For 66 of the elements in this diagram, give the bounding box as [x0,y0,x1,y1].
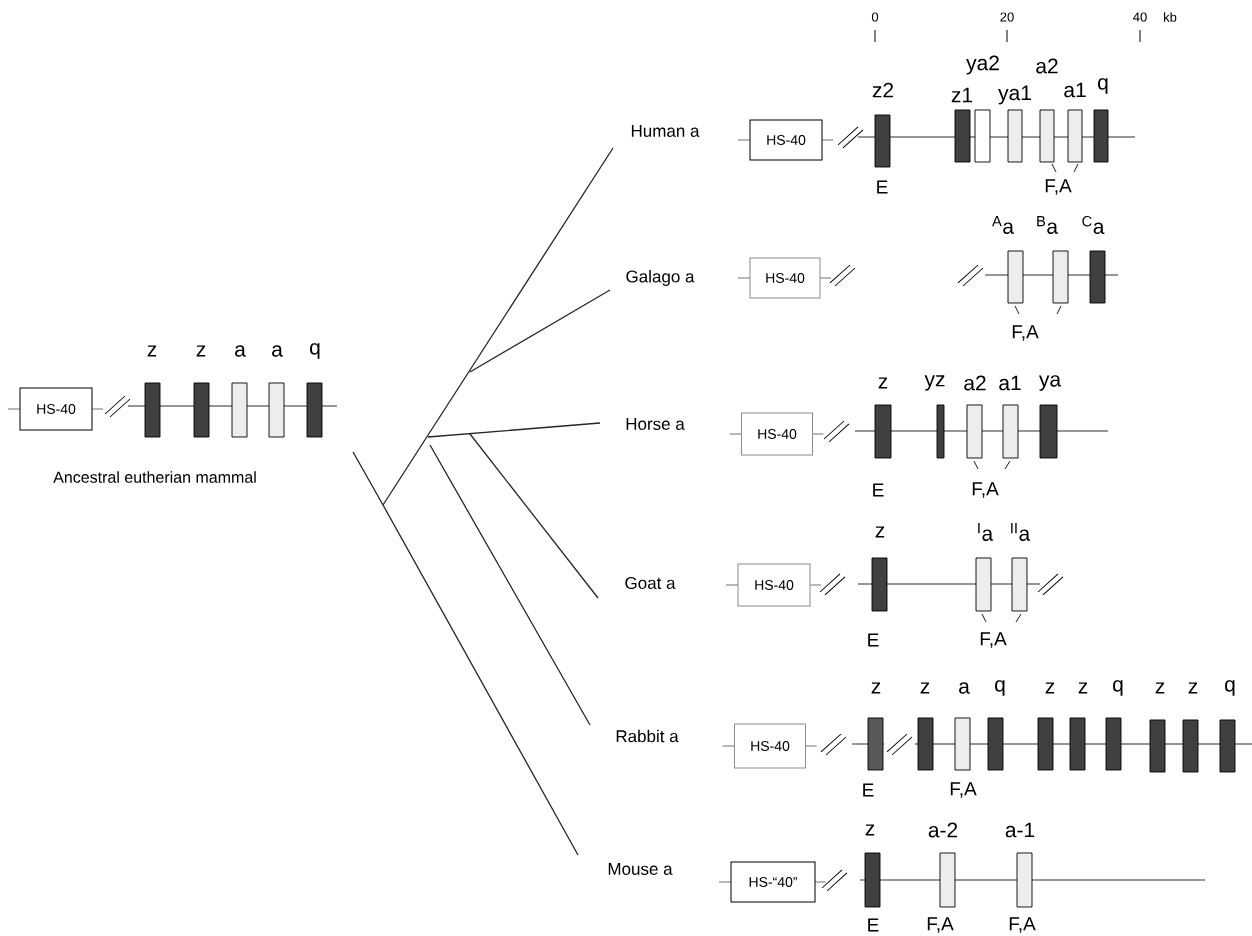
gene-label: a [959,682,970,694]
gene-label: ya2 [966,55,999,75]
enhancer-box: HS-40 [749,119,823,161]
exon-label: E [868,633,879,647]
gene-label: a1 [1064,82,1086,98]
enhancer-box: HS-40 [734,723,806,769]
gene-label: a-1 [1005,822,1035,838]
gene-label: z [1188,682,1198,694]
gene-label: q [310,343,320,359]
species-label: Goat a [625,577,676,589]
scale-label: kb [1164,12,1177,22]
gene-label: z [875,526,885,538]
gene-label: z [878,377,888,389]
scale-label: 20 [1000,12,1014,22]
scale-label: 40 [1133,12,1147,22]
gene-label: q [1113,680,1123,696]
gene-label: z1 [951,87,973,103]
gene-label: $^{I}$a [978,523,994,541]
exon-label: F,A [1009,917,1036,933]
gene-label: a-2 [928,822,958,838]
gene-label: a [235,345,246,357]
gene-label: a2 [1036,58,1058,74]
gene-label: a [272,345,283,357]
gene-label: z [865,824,875,836]
species-label: Human a [631,125,700,137]
gene-label: z [1155,682,1165,694]
gene-label: yz [924,375,945,391]
gene-label: z [147,345,157,357]
exon-label: E [868,918,879,932]
scale-label: 0 [871,12,879,22]
gene-label: q [1225,680,1235,696]
exon-label: F,A [950,782,977,798]
gene-label: a1 [999,375,1021,391]
exon-label: E [873,483,884,497]
enhancer-box: HS-40 [737,563,811,607]
exon-label: F,A [980,632,1007,648]
gene-label: ya1 [998,85,1031,105]
gene-label: z2 [872,82,894,98]
gene-label: $^{II}$a [1011,523,1031,541]
gene-label: z [196,345,206,357]
enhancer-box: HS-40 [749,257,821,299]
exon-label: E [863,783,874,797]
enhancer-box: HS-40 [741,412,813,456]
species-label: Mouse a [608,863,673,875]
exon-label: E [877,180,888,194]
gene-label: a2 [964,375,986,391]
gene-label: z [1045,682,1055,694]
ancestor-label: Ancestral eutherian mammal [53,471,256,483]
exon-label: F,A [927,917,954,933]
enhancer-box: HS-“40” [730,861,816,903]
gene-label: q [995,680,1005,696]
species-label: Rabbit a [616,729,679,743]
gene-label: z [871,682,881,694]
gene-label: z [920,682,930,694]
gene-label: $^{B}$a [1037,216,1058,234]
exon-label: F,A [1012,325,1039,341]
gene-label: $^{C}$a [1082,216,1105,234]
species-label: Horse a [626,418,685,430]
exon-label: F,A [972,482,999,498]
enhancer-box: HS-40 [19,387,93,431]
gene-label: q [1098,78,1108,94]
gene-label: z [1078,682,1088,694]
gene-label: $^{A}$a [992,216,1014,234]
exon-label: F,A [1045,179,1072,195]
species-label: Galago a [626,270,695,286]
gene-label: ya [1038,375,1062,391]
